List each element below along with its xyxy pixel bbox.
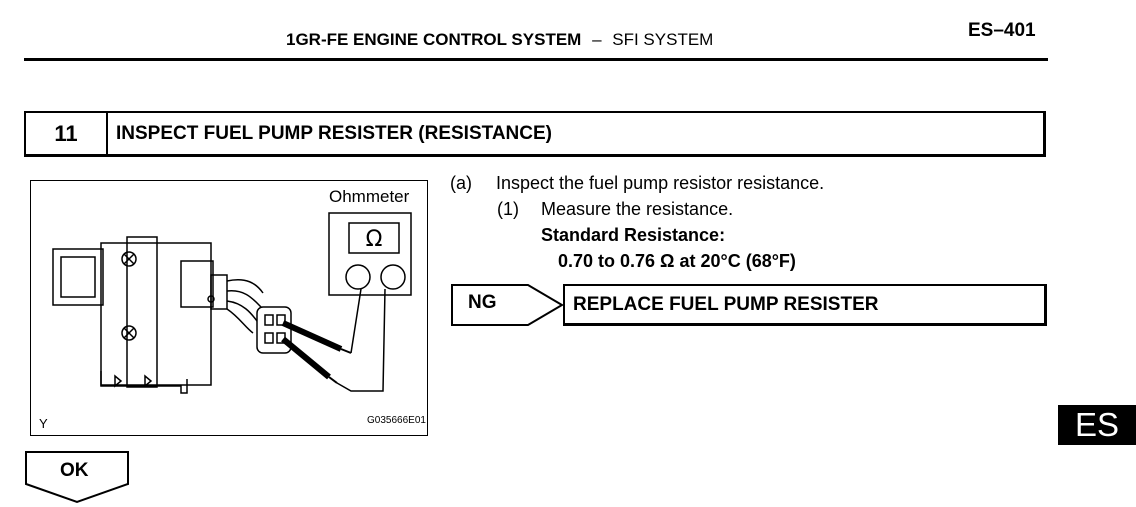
step-title: INSPECT FUEL PUMP RESISTER (RESISTANCE) xyxy=(116,122,552,144)
fuel-pump-resister-drawing: Ω xyxy=(52,212,412,394)
figure-code: G035666E01 xyxy=(367,415,426,426)
header-separator: – xyxy=(592,30,602,49)
ng-action-text: REPLACE FUEL PUMP RESISTER xyxy=(573,293,879,315)
header-title: 1GR-FE ENGINE CONTROL SYSTEM – SFI SYSTE… xyxy=(286,30,713,50)
instruction-1-marker: (1) xyxy=(497,199,519,219)
instruction-a-text: Inspect the fuel pump resistor resistanc… xyxy=(496,173,825,193)
ok-label: OK xyxy=(60,460,89,481)
instruction-1-text: Measure the resistance. xyxy=(541,199,734,219)
ohmmeter-label: Ohmmeter xyxy=(329,187,410,206)
instruction-a-marker: (a) xyxy=(450,173,472,193)
ok-arrow xyxy=(25,451,129,504)
standard-resistance-value: 0.70 to 0.76 Ω at 20°C (68°F) xyxy=(558,251,796,271)
page-number: ES–401 xyxy=(968,20,1036,41)
ng-arrow xyxy=(451,284,564,326)
standard-resistance-label: Standard Resistance: xyxy=(541,225,726,245)
header-system: 1GR-FE ENGINE CONTROL SYSTEM xyxy=(286,30,582,49)
illustration-figure: Ω Ohmmeter Y G035666E01 xyxy=(30,180,428,436)
section-tab: ES xyxy=(1058,405,1136,445)
figure-corner-label: Y xyxy=(39,416,48,431)
ohm-symbol: Ω xyxy=(366,227,383,252)
step-number: 11 xyxy=(26,113,108,154)
ng-action-box: REPLACE FUEL PUMP RESISTER xyxy=(563,284,1047,326)
header-rule xyxy=(24,58,1048,61)
header-subsystem: SFI SYSTEM xyxy=(612,30,714,49)
step-box: 11 INSPECT FUEL PUMP RESISTER (RESISTANC… xyxy=(24,111,1046,157)
ng-label: NG xyxy=(468,292,497,313)
